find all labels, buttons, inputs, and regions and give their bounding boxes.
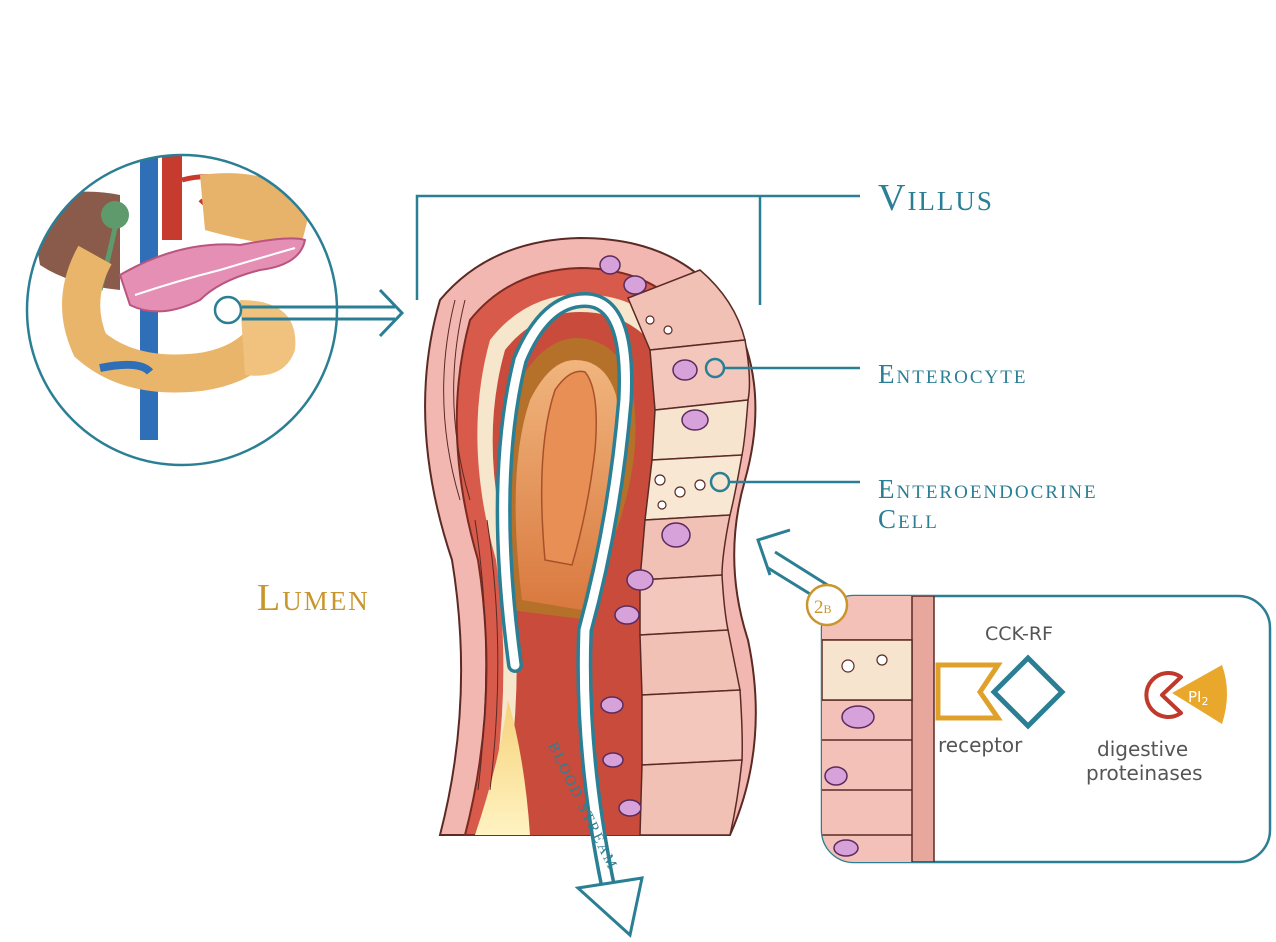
proteinases-label-line1: digestive [1097, 737, 1188, 761]
lumen-label: Lumen [257, 577, 370, 619]
inset-panel: 2B CCK-RF receptor PI2 digestive protein… [758, 530, 1270, 862]
step-badge-letter: B [824, 602, 832, 616]
receptor-label: receptor [938, 733, 1023, 757]
pi2-label: PI [1188, 688, 1201, 706]
pi2-subscript: 2 [1201, 695, 1208, 708]
pancreas-overview [20, 150, 350, 470]
enteroendocrine-label-line2: Cell [878, 504, 939, 534]
villus-label: Villus [878, 177, 994, 219]
enteroendocrine-label-line1: Enteroendocrine [878, 474, 1098, 504]
proteinases-label-line2: proteinases [1086, 761, 1203, 785]
step-badge-number: 2 [814, 597, 824, 618]
inset-tissue [822, 596, 934, 862]
enterocyte-label: Enterocyte [878, 359, 1027, 389]
cck-rf-label: CCK-RF [985, 623, 1053, 645]
